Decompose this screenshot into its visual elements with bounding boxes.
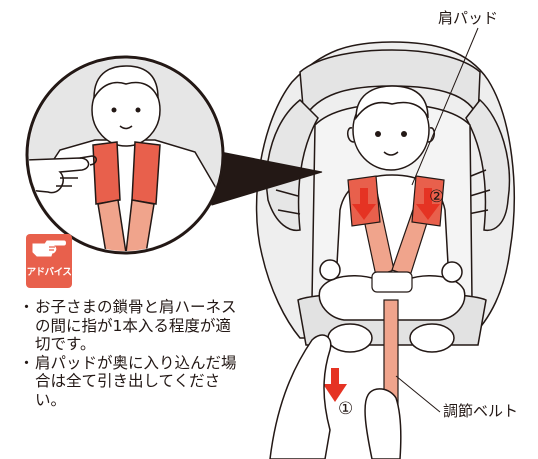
callout-lines	[395, 27, 479, 413]
bullet-dot: ・	[18, 353, 35, 372]
adjust-belt-label: 調節ベルト	[443, 402, 519, 420]
zoom-inset	[25, 55, 323, 255]
step-1-marker: ①	[338, 399, 354, 419]
advice-item: ・ お子さまの鎖骨と肩ハーネスの間に指が1本入る程度が適切です。	[18, 298, 240, 354]
adult-hands	[269, 334, 402, 459]
pointing-hand-icon	[32, 240, 66, 257]
bullet-dot: ・	[18, 298, 35, 316]
pad-arrows	[323, 188, 440, 402]
advice-item-text: お子さまの鎖骨と肩ハーネスの間に指が1本入る程度が適切です。	[35, 298, 237, 353]
advice-item-text: 肩パッドが奥に入り込んだ場合は全て引き出してください。	[35, 353, 237, 409]
advice-badge: アドバイス	[26, 234, 72, 288]
shoulder-pad-label: 肩パッド	[438, 9, 499, 27]
step-2-marker: ②	[429, 187, 445, 207]
advice-item: ・ 肩パッドが奥に入り込んだ場合は全て引き出してください。	[18, 354, 240, 410]
advice-list: ・ お子さまの鎖骨と肩ハーネスの間に指が1本入る程度が適切です。 ・ 肩パッドが…	[18, 298, 240, 409]
advice-badge-text: アドバイス	[26, 267, 72, 278]
